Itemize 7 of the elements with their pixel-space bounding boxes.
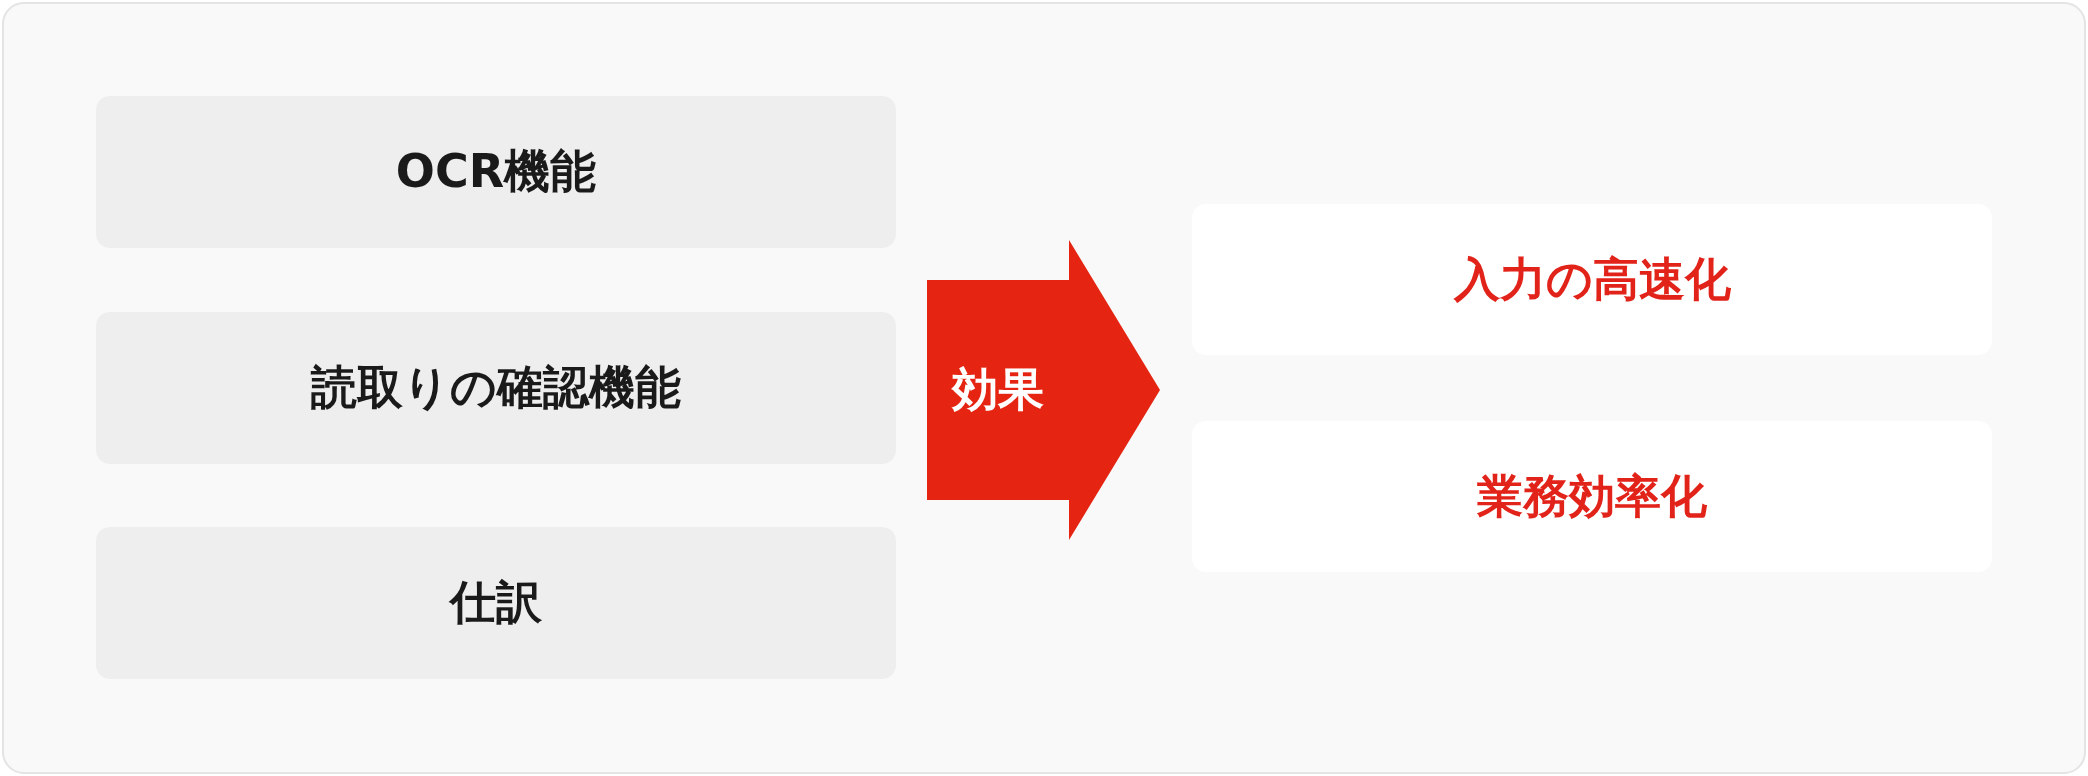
box-label: 業務効率化 xyxy=(1477,467,1707,525)
box-label: 仕訳 xyxy=(450,574,542,631)
arrow-label: 効果 xyxy=(950,361,1045,418)
box-label: OCR機能 xyxy=(395,143,597,200)
box-label: 入力の高速化 xyxy=(1453,250,1731,308)
block-arrow xyxy=(927,240,1160,540)
box-label: 読取りの確認機能 xyxy=(311,359,681,416)
